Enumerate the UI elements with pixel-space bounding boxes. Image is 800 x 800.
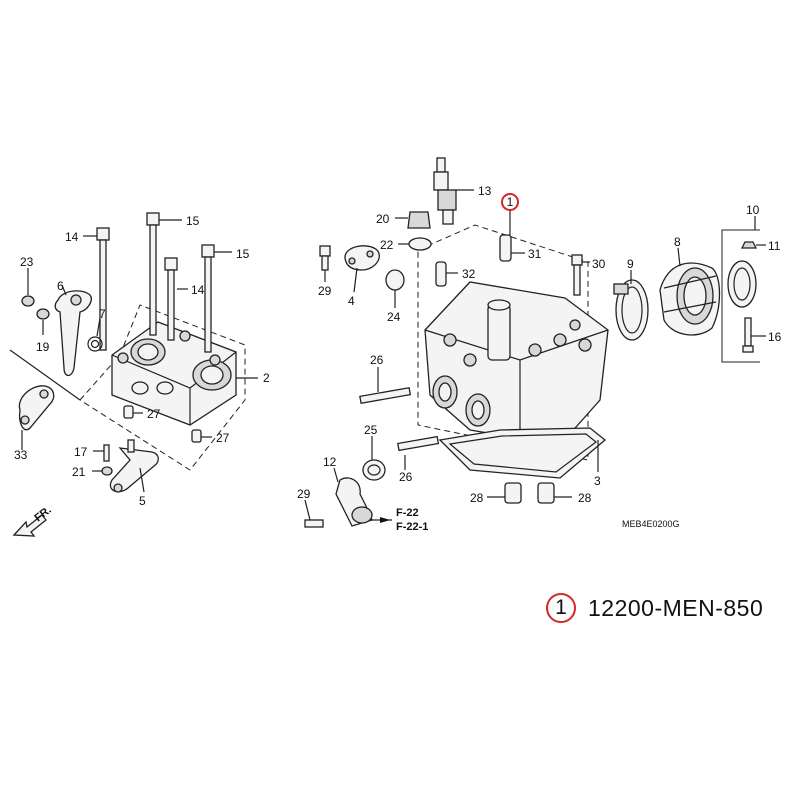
- callout-27-upper: 27: [147, 407, 161, 421]
- callout-15-left: 15: [186, 214, 200, 228]
- callout-26-lower: 26: [399, 470, 413, 484]
- callout-10: 10: [746, 203, 760, 217]
- callout-29-lower: 29: [297, 487, 311, 501]
- callout-numbers: 1 2 3 4 5 6 7 8 9 10 11 12 13 14 14 15 1…: [14, 184, 782, 508]
- callout-4: 4: [348, 294, 355, 308]
- callout-11: 11: [768, 239, 781, 253]
- callout-28-right: 28: [578, 491, 592, 505]
- callout-9: 9: [627, 257, 634, 271]
- callout-20: 20: [376, 212, 390, 226]
- bolt-15-left: [146, 212, 160, 336]
- callout-32: 32: [462, 267, 476, 281]
- highlight-circle: [501, 193, 519, 211]
- bolt-14-mid: [164, 257, 178, 341]
- left-callout-lines: [9, 219, 258, 493]
- legend-part-number: 12200-MEN-850: [588, 594, 764, 621]
- callout-27-lower: 27: [216, 431, 230, 445]
- callout-23: 23: [20, 255, 34, 269]
- callout-29-upper: 29: [318, 284, 332, 298]
- callout-12: 12: [323, 455, 337, 469]
- callout-22: 22: [380, 238, 394, 252]
- callout-14-mid: 14: [191, 283, 205, 297]
- callout-21: 21: [72, 465, 86, 479]
- callout-19: 19: [36, 340, 50, 354]
- front-arrow-icon: [12, 514, 47, 537]
- callout-26-upper: 26: [370, 353, 384, 367]
- callout-6: 6: [57, 279, 64, 293]
- insulator-assembly: [613, 229, 760, 363]
- diagram-code: MEB4E0200G: [622, 519, 680, 529]
- callout-24: 24: [387, 310, 401, 324]
- callout-30: 30: [592, 257, 606, 271]
- callout-13: 13: [478, 184, 492, 198]
- callout-31: 31: [528, 247, 542, 261]
- callout-25: 25: [364, 423, 378, 437]
- part-number-legend: 1 12200-MEN-850: [546, 588, 763, 628]
- bolt-15-right: [201, 244, 215, 353]
- spark-plug: [433, 157, 457, 225]
- callout-8: 8: [674, 235, 681, 249]
- ref-arrow-icon: [380, 517, 390, 523]
- callout-1: 1: [507, 195, 514, 209]
- right-callout-lines: [630, 216, 766, 337]
- callout-5: 5: [139, 494, 146, 508]
- cylinder-head-assembly: [304, 157, 609, 528]
- camshaft-holder-assembly: [12, 212, 246, 537]
- callout-33: 33: [14, 448, 28, 462]
- ref-f22: F-22: [396, 507, 419, 519]
- callout-7: 7: [99, 307, 106, 321]
- callout-3: 3: [594, 474, 601, 488]
- callout-14-left: 14: [65, 230, 79, 244]
- legend-number-badge: 1: [546, 593, 576, 623]
- callout-15-right: 15: [236, 247, 250, 261]
- ref-f22-1: F-22-1: [396, 521, 428, 533]
- callout-16: 16: [768, 330, 782, 344]
- callout-28-left: 28: [470, 491, 484, 505]
- bolt-14-left: [96, 227, 110, 351]
- callout-2: 2: [263, 371, 270, 385]
- callout-17: 17: [74, 445, 88, 459]
